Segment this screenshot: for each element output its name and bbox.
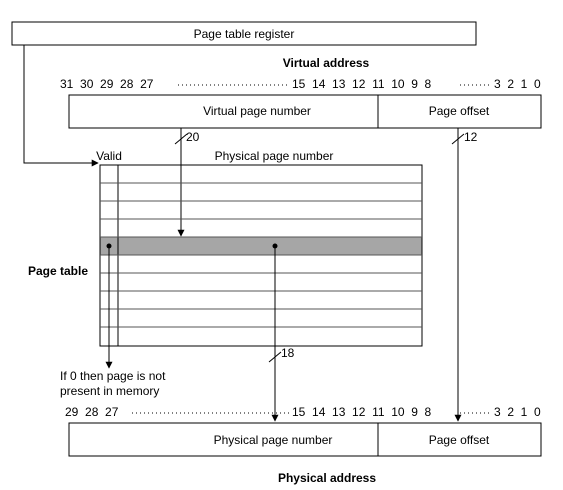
- width-20-tick: [174, 133, 188, 145]
- physical-address-bits-high: 29 28 27: [65, 405, 119, 419]
- virtual-address-box: [68, 94, 542, 129]
- page-table-register-box: [11, 21, 477, 46]
- physical-address-box: [68, 422, 542, 457]
- register-pointer-arrow: [23, 45, 99, 167]
- physical-address-title: Physical address: [278, 471, 376, 485]
- physical-page-number-column-header: Physical page number: [215, 149, 334, 163]
- width-12-label: 12: [464, 130, 478, 144]
- physical-address-bits-middle: 15 14 13 12 11 10 9 8: [292, 405, 432, 419]
- virtual-page-offset-label: Page offset: [429, 104, 490, 118]
- page-table-register-label: Page table register: [194, 27, 295, 41]
- page-table-label: Page table: [28, 264, 88, 278]
- width-18-label: 18: [281, 346, 295, 360]
- physical-address-bits-low: 3 2 1 0: [494, 405, 541, 419]
- valid-column-header: Valid: [96, 149, 122, 163]
- valid-note-line-2: present in memory: [60, 384, 159, 398]
- virtual-address-bits-low: 3 2 1 0: [494, 77, 541, 91]
- width-12-tick: [451, 133, 465, 145]
- virtual-page-number-label: Virtual page number: [203, 104, 311, 118]
- width-18-tick: [268, 351, 282, 363]
- virtual-address-bits-middle: 15 14 13 12 11 10 9 8: [292, 77, 432, 91]
- virtual-address-title: Virtual address: [283, 56, 370, 70]
- virtual-address-bits-high: 31 30 29 28 27: [60, 77, 154, 91]
- width-20-label: 20: [186, 130, 200, 144]
- selected-page-table-entry: [100, 237, 422, 255]
- physical-page-offset-label: Page offset: [429, 433, 490, 447]
- valid-note-line-1: If 0 then page is not: [60, 369, 166, 383]
- page-table: [99, 164, 423, 347]
- physical-page-number-label: Physical page number: [214, 433, 333, 447]
